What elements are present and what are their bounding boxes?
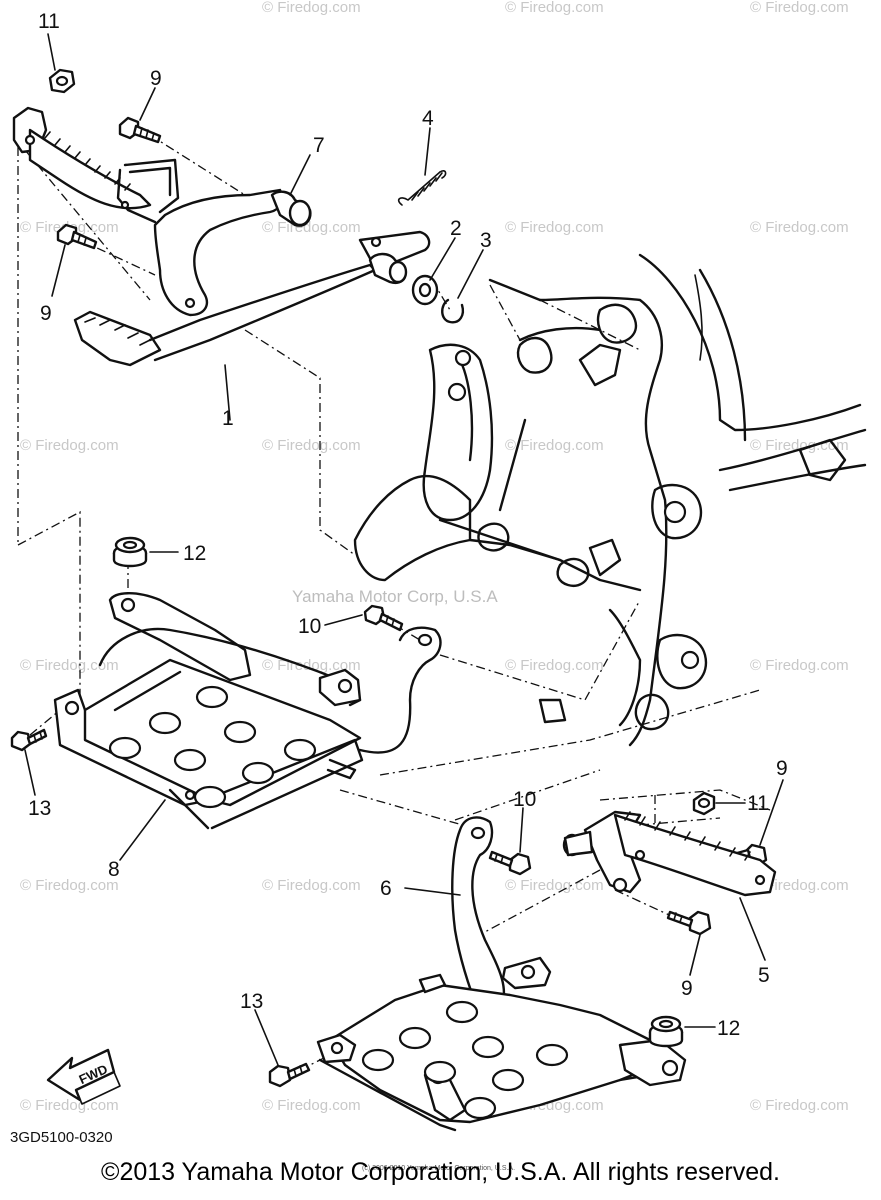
grommet-upper — [112, 536, 148, 568]
watermark: © Firedog.com — [20, 1097, 119, 1114]
nut-right — [692, 791, 716, 816]
callout-10: 10 — [298, 615, 321, 638]
fine-print: (c) 2006 2010 Yamaha Motor Corporation, … — [362, 1165, 515, 1172]
callout-1: 1 — [222, 407, 234, 430]
callout-4: 4 — [422, 107, 434, 130]
watermark: © Firedog.com — [20, 877, 119, 894]
callout-10: 10 — [513, 788, 536, 811]
watermark: © Firedog.com — [505, 219, 604, 236]
bolt-13-left — [10, 728, 48, 752]
watermark: © Firedog.com — [262, 219, 361, 236]
bolt-10-right — [488, 850, 532, 876]
watermark: © Firedog.com — [750, 877, 849, 894]
bolt-right-b — [666, 910, 712, 936]
left-footrest-bracket — [12, 106, 180, 224]
watermark: © Firedog.com — [750, 219, 849, 236]
callouts: 11 9 7 4 2 3 9 1 12 10 13 8 11 9 10 6 9 … — [28, 10, 788, 1040]
callout-9: 9 — [150, 67, 162, 90]
bolt-10-upper — [363, 604, 404, 632]
copyright-footer: ©2013 Yamaha Motor Corporation, U.S.A. A… — [101, 1158, 780, 1186]
callout-9: 9 — [776, 757, 788, 780]
return-spring — [397, 170, 447, 206]
callout-2: 2 — [450, 217, 462, 240]
watermark: © Firedog.com — [505, 0, 604, 16]
callout-leaders — [24, 33, 784, 1066]
callout-13: 13 — [240, 990, 263, 1013]
watermark: © Firedog.com — [20, 657, 119, 674]
watermark: © Firedog.com — [750, 1097, 849, 1114]
circlip — [441, 298, 464, 324]
nut-top — [48, 68, 76, 94]
washer — [411, 274, 439, 306]
callout-5: 5 — [758, 964, 770, 987]
brake-pedal — [73, 188, 431, 367]
callout-11: 11 — [747, 792, 769, 815]
watermark: © Firedog.com — [750, 0, 849, 16]
callout-9: 9 — [681, 977, 693, 1000]
fwd-arrow-icon: FWD — [46, 1048, 121, 1105]
watermark: © Firedog.com — [505, 657, 604, 674]
callout-12: 12 — [717, 1017, 740, 1040]
diagram-code: 3GD5100-0320 — [10, 1129, 113, 1146]
watermark: © Firedog.com — [262, 0, 361, 16]
frame — [353, 253, 867, 747]
callout-11: 11 — [38, 10, 60, 33]
callout-8: 8 — [108, 858, 120, 881]
right-footrest-bracket — [562, 810, 777, 897]
callout-6: 6 — [380, 877, 392, 900]
watermark: © Firedog.com — [262, 1097, 361, 1114]
grommet-lower — [648, 1015, 684, 1048]
bolt-13-bottom — [268, 1062, 311, 1088]
watermark: © Firedog.com — [262, 437, 361, 454]
bolt-top-a — [118, 116, 162, 144]
watermark: © Firedog.com — [20, 437, 119, 454]
watermark: © Firedog.com — [505, 437, 604, 454]
callout-12: 12 — [183, 542, 206, 565]
callout-9: 9 — [40, 302, 52, 325]
callout-13: 13 — [28, 797, 51, 820]
callout-3: 3 — [480, 229, 492, 252]
watermark: © Firedog.com — [505, 877, 604, 894]
bolt-top-b — [56, 223, 98, 250]
watermark-center: Yamaha Motor Corp, U.S.A — [292, 587, 498, 606]
right-step-plate — [316, 816, 687, 1132]
callout-7: 7 — [313, 134, 325, 157]
watermark: © Firedog.com — [750, 657, 849, 674]
watermark: © Firedog.com — [262, 877, 361, 894]
left-step-plate — [53, 592, 442, 830]
